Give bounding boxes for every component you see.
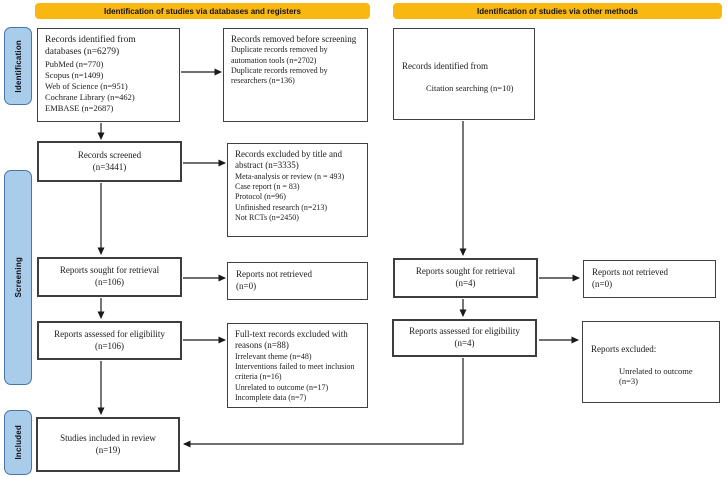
box-reports-excluded-other: Reports excluded: Unrelated to outcome (… <box>582 321 720 403</box>
text-line: Reports not retrieved <box>592 267 668 277</box>
fulltext-excluded-details: Irrelevant theme (n=48)Interventions fai… <box>235 352 360 404</box>
text-line: (n=19) <box>95 444 121 455</box>
text-line: (n=4) <box>454 338 475 348</box>
stage-tab-identification: Identification <box>4 27 32 105</box>
header-databases-registers: Identification of studies via databases … <box>35 3 370 19</box>
reports-assessed-other-text: Reports assessed for eligibility(n=4) <box>409 326 520 349</box>
text-line: Case report (n = 83) <box>235 181 300 191</box>
text-line: (n=0) <box>236 281 257 292</box>
text-line: Cochrane Library (n=462) <box>45 91 135 102</box>
text-line: Records screened <box>77 149 142 160</box>
text-line: Reports assessed for eligibility <box>54 328 165 339</box>
stage-identification-label: Identification <box>13 39 23 93</box>
box-records-identified-databases: Records identified from databases (n=627… <box>37 28 180 122</box>
text-line: Unfinished research (n=213) <box>235 202 328 212</box>
reports-sought-db-text: Reports sought for retrieval(n=106) <box>60 265 159 288</box>
box-records-removed: Records removed before screening Duplica… <box>223 28 368 122</box>
reports-not-retrieved-other-text: Reports not retrieved (n=0) <box>592 266 707 290</box>
text-line: Duplicate records removed by researchers… <box>231 66 328 86</box>
text-line: Duplicate records removed by automation … <box>231 45 328 65</box>
text-line: Reports sought for retrieval <box>415 266 516 277</box>
records-removed-title: Records removed before screening <box>231 34 357 44</box>
text-line: Web of Science (n=951) <box>45 80 128 91</box>
records-identified-title: Records identified from databases (n=627… <box>45 35 136 57</box>
text-line: Reports sought for retrieval <box>59 265 160 276</box>
reports-excluded-other-title: Reports excluded: <box>591 344 657 354</box>
text-line: Reports not retrieved <box>236 269 312 279</box>
box-records-excluded-title-abstract: Records excluded by title and abstract (… <box>227 143 368 237</box>
records-screened-text: Records screened(n=3441) <box>78 150 141 173</box>
text-line: Unrelated to outcome (n=17) <box>235 382 329 392</box>
records-excluded-title: Records excluded by title and abstract (… <box>235 149 342 171</box>
box-reports-not-retrieved-other: Reports not retrieved (n=0) <box>583 260 716 298</box>
text-line: (n=3441) <box>92 161 127 172</box>
text-line: Meta-analysis or review (n = 493) <box>235 171 345 181</box>
box-reports-assessed-other: Reports assessed for eligibility(n=4) <box>392 319 537 357</box>
box-reports-sought-db: Reports sought for retrieval(n=106) <box>37 257 182 297</box>
text-line: Irrelevant theme (n=48) <box>235 351 312 361</box>
studies-included-text: Studies included in review(n=19) <box>60 433 156 456</box>
reports-excluded-other-reason: Unrelated to outcome (n=3) <box>619 366 693 386</box>
text-line: PubMed (n=770) <box>45 58 104 69</box>
box-reports-not-retrieved-db: Reports not retrieved (n=0) <box>227 262 368 300</box>
stage-tab-included: Included <box>4 410 32 475</box>
header-other-methods: Identification of studies via other meth… <box>393 3 722 19</box>
text-line: Reports assessed for eligibility <box>409 326 520 337</box>
text-line: EMBASE (n=2687) <box>45 102 114 113</box>
stage-tab-screening: Screening <box>4 170 32 385</box>
text-line: (n=106) <box>94 340 125 351</box>
header-databases-label: Identification of studies via databases … <box>104 6 301 16</box>
records-identified-sources: PubMed (n=770)Scopus (n=1409)Web of Scie… <box>45 59 172 114</box>
text-line: Not RCTs (n=2450) <box>235 213 299 223</box>
box-fulltext-excluded: Full-text records excluded with reasons … <box>227 323 368 408</box>
text-line: Interventions failed to meet inclusion c… <box>235 361 355 382</box>
text-line: Studies included in review <box>60 432 156 443</box>
box-records-identified-other: Records identified from Citation searchi… <box>393 28 535 120</box>
text-line: (n=4) <box>455 278 476 288</box>
text-line: (n=0) <box>592 279 613 290</box>
reports-sought-other-text: Reports sought for retrieval(n=4) <box>416 266 515 289</box>
records-identified-other-title: Records identified from <box>402 61 488 71</box>
fulltext-excluded-title: Full-text records excluded with reasons … <box>235 329 348 351</box>
records-excluded-details: Meta-analysis or review (n = 493)Case re… <box>235 172 360 224</box>
text-line: Scopus (n=1409) <box>45 69 104 80</box>
box-records-screened: Records screened(n=3441) <box>37 141 182 182</box>
stage-included-label: Included <box>13 425 23 460</box>
box-reports-sought-other: Reports sought for retrieval(n=4) <box>393 258 538 298</box>
header-other-label: Identification of studies via other meth… <box>477 6 638 16</box>
text-line: Protocol (n=96) <box>235 192 286 202</box>
box-reports-assessed-db: Reports assessed for eligibility(n=106) <box>37 321 182 360</box>
box-studies-included: Studies included in review(n=19) <box>36 417 180 472</box>
reports-not-retrieved-db-text: Reports not retrieved (n=0) <box>236 268 359 292</box>
citation-searching-line: Citation searching (n=10) <box>426 83 514 93</box>
records-removed-details: Duplicate records removed by automation … <box>231 45 360 87</box>
text-line: (n=106) <box>94 277 125 287</box>
reports-assessed-db-text: Reports assessed for eligibility(n=106) <box>54 329 165 352</box>
stage-screening-label: Screening <box>13 257 23 298</box>
text-line: Incomplete data (n=7) <box>235 393 307 403</box>
